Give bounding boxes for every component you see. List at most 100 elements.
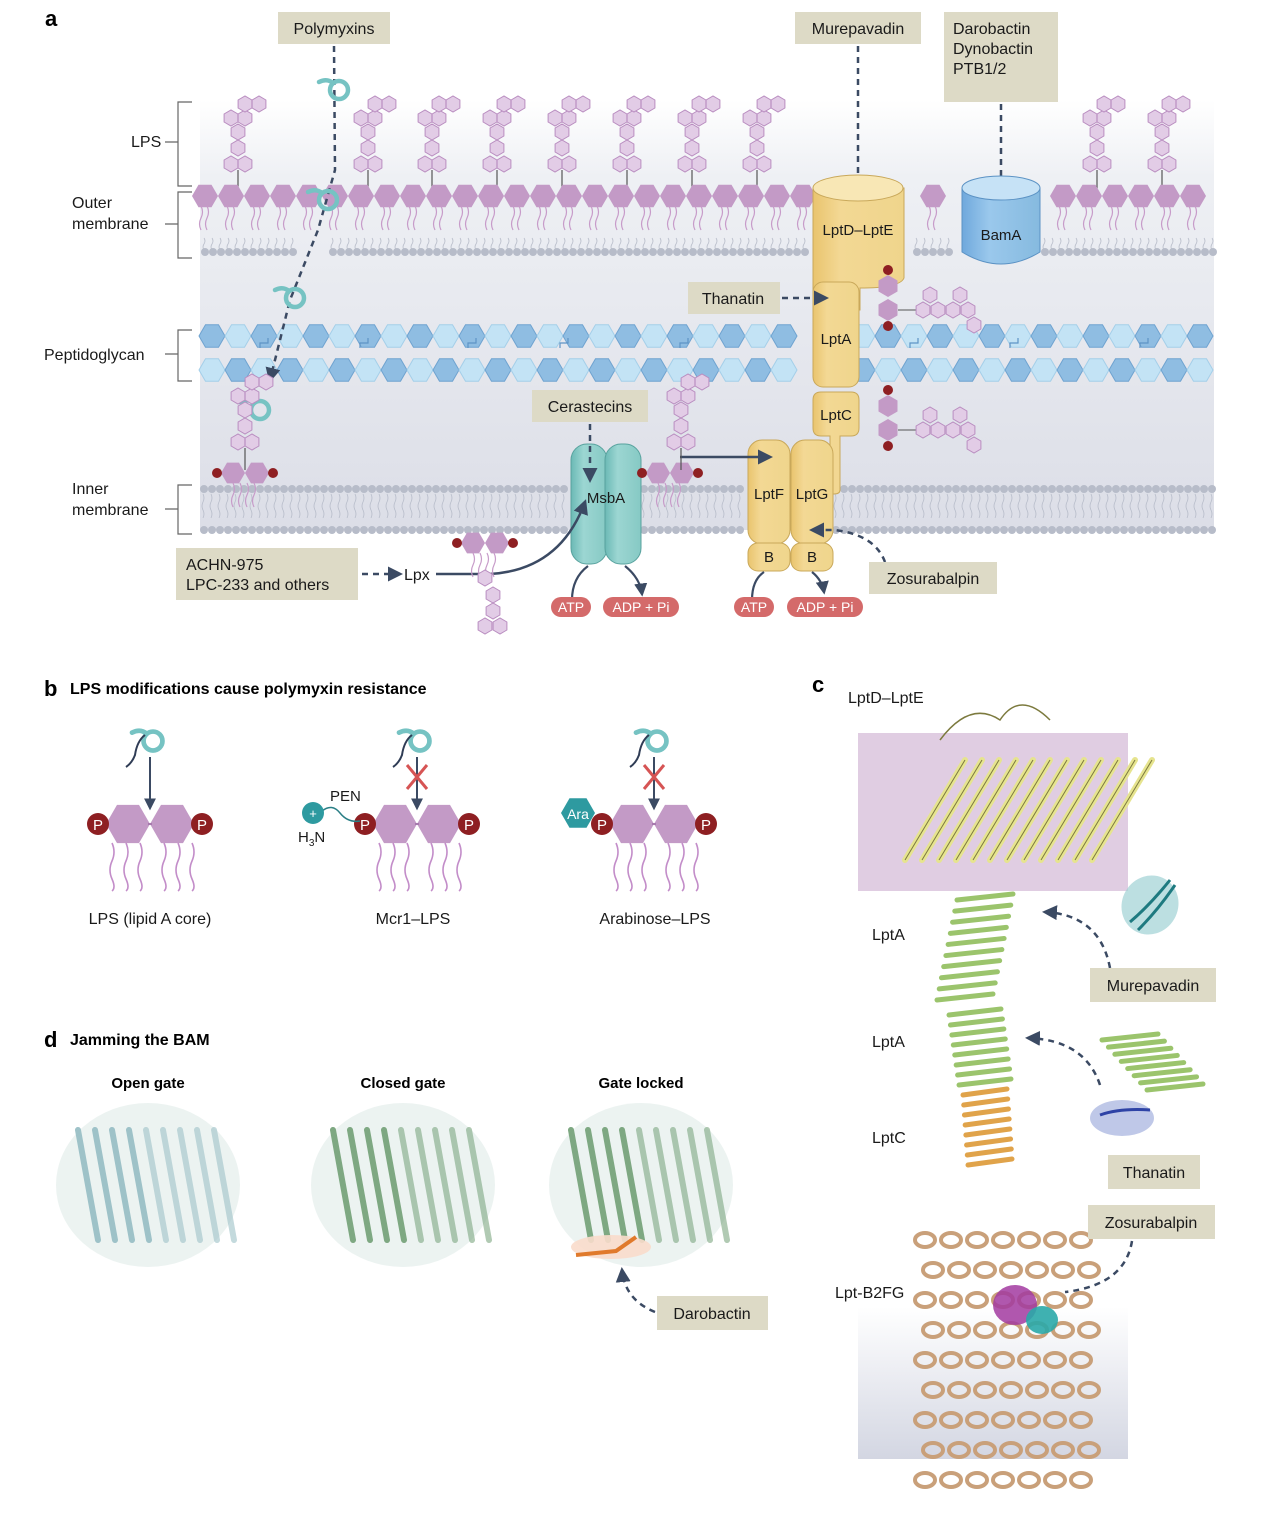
phospholipid-head: [368, 485, 376, 493]
phospholipid-head: [496, 485, 504, 493]
phospholipid-tail: [546, 237, 550, 251]
svg-text:B: B: [807, 549, 817, 566]
phospholipid-head: [320, 526, 328, 534]
hexagon-sugar: [1096, 109, 1112, 127]
phospholipid-head: [896, 526, 904, 534]
phosphate-label: P: [360, 817, 370, 834]
msba-adp-pill: ADP + Pi: [603, 597, 679, 617]
phospholipid-head: [208, 526, 216, 534]
alpha-helix-turn: [1069, 1411, 1093, 1429]
lipid-a-headgroup: [478, 184, 504, 208]
beta-strand-outline: [938, 759, 1000, 861]
phospholipid-head: [888, 526, 896, 534]
acyl-chain: [224, 205, 230, 231]
phospholipid-head: [585, 248, 593, 256]
phospholipid-head: [216, 526, 224, 534]
glycan-unit: [874, 358, 902, 382]
darobactin-ligand: [575, 1235, 638, 1257]
lptd-lpte-barrel: [902, 704, 1155, 863]
phospholipid-tail: [418, 237, 422, 251]
acyl-chain: [198, 205, 204, 231]
phospholipid-tail: [738, 237, 742, 251]
beta-strand: [449, 1127, 475, 1243]
phospholipid-head: [761, 248, 769, 256]
hexagon-sugar: [223, 155, 239, 173]
alpha-helix-turn: [1069, 1471, 1093, 1489]
phospholipid-head: [1113, 248, 1121, 256]
beta-strand: [381, 1127, 407, 1243]
hexagon-sugar: [237, 95, 253, 113]
acyl-chain: [380, 205, 386, 231]
phospholipid-head: [720, 526, 728, 534]
beta-strand: [126, 1127, 152, 1243]
acyl-chain: [588, 205, 594, 231]
ribbon-strand: [952, 902, 1014, 914]
phospholipid-head: [640, 485, 648, 493]
protein-bama: BamA: [961, 175, 1041, 265]
hexagon-sugar: [770, 95, 786, 113]
lipid-a-headgroup: [400, 184, 426, 208]
alpha-helix-turn: [947, 1381, 971, 1399]
acyl-chain: [438, 205, 444, 231]
phospholipid-head: [248, 485, 256, 493]
phospholipid-tail: [786, 237, 790, 251]
phospholipid-head: [649, 248, 657, 256]
svg-text:Murepavadin: Murepavadin: [1107, 978, 1200, 995]
phosphate-group: [883, 265, 893, 275]
phospholipid-head: [1049, 248, 1057, 256]
glycan-unit: [562, 324, 590, 348]
phospholipid-tail: [329, 493, 333, 519]
polymyxin-icon: [305, 188, 340, 212]
phospholipid-head: [696, 485, 704, 493]
phospholipid-tail: [802, 237, 806, 251]
acyl-chain: [1108, 205, 1114, 231]
ribbon-strand: [946, 1006, 1004, 1018]
hexagon-sugar: [492, 617, 508, 635]
phospholipid-head: [504, 526, 512, 534]
phospholipid-head: [696, 526, 704, 534]
acyl-chain: [669, 482, 675, 508]
phospholipid-tail: [426, 237, 430, 251]
lipid-a-headgroup: [244, 184, 270, 208]
polymyxin-lipid-tail: [392, 734, 413, 768]
phospholipid-head: [552, 485, 560, 493]
phospholipid-tail: [1009, 493, 1013, 519]
phospholipid-tail: [1162, 237, 1166, 251]
svg-text:Thanatin: Thanatin: [702, 291, 764, 308]
hexagon-sugar: [694, 373, 710, 391]
hexagon-sugar: [417, 155, 433, 173]
alpha-helix-turn: [921, 1321, 945, 1339]
hexagon-sugar: [742, 109, 758, 127]
alpha-helix-turn: [999, 1441, 1023, 1459]
hexagon-sugar: [367, 95, 383, 113]
hexagon-sugar: [966, 436, 982, 454]
phospholipid-tail: [778, 237, 782, 251]
phospholipid-head: [521, 248, 529, 256]
phospholipid-tail: [1090, 237, 1094, 251]
alpha-helix-turn: [947, 1441, 971, 1459]
phospholipid-head: [1177, 248, 1185, 256]
alpha-helix-turn: [947, 1321, 971, 1339]
msba-atp-arrow: [570, 565, 589, 601]
phospholipid-head: [1064, 526, 1072, 534]
acyl-chain: [666, 205, 672, 231]
phospholipid-head: [216, 485, 224, 493]
beta-strand: [347, 1127, 373, 1243]
glycan-unit: [1134, 324, 1162, 348]
alpha-helix-turn: [939, 1231, 963, 1249]
phospholipid-tail: [578, 237, 582, 251]
alpha-helix-turn: [939, 1411, 963, 1429]
panel-a-letter: a: [45, 6, 58, 31]
acyl-chain: [244, 482, 250, 508]
phospholipid-head: [728, 526, 736, 534]
phospholipid-tail: [1113, 493, 1117, 519]
phospholipid-tail: [385, 493, 389, 519]
phospholipid-tail: [602, 237, 606, 251]
phospholipid-tail: [353, 493, 357, 519]
phospholipid-tail: [1130, 237, 1134, 251]
alpha-helix-turn: [939, 1291, 963, 1309]
acyl-chain: [256, 205, 262, 231]
lps-inner-leaflet-polymyxin-bound: [212, 462, 278, 508]
beta-strand-outline: [1091, 759, 1153, 861]
phospholipid-head: [232, 526, 240, 534]
